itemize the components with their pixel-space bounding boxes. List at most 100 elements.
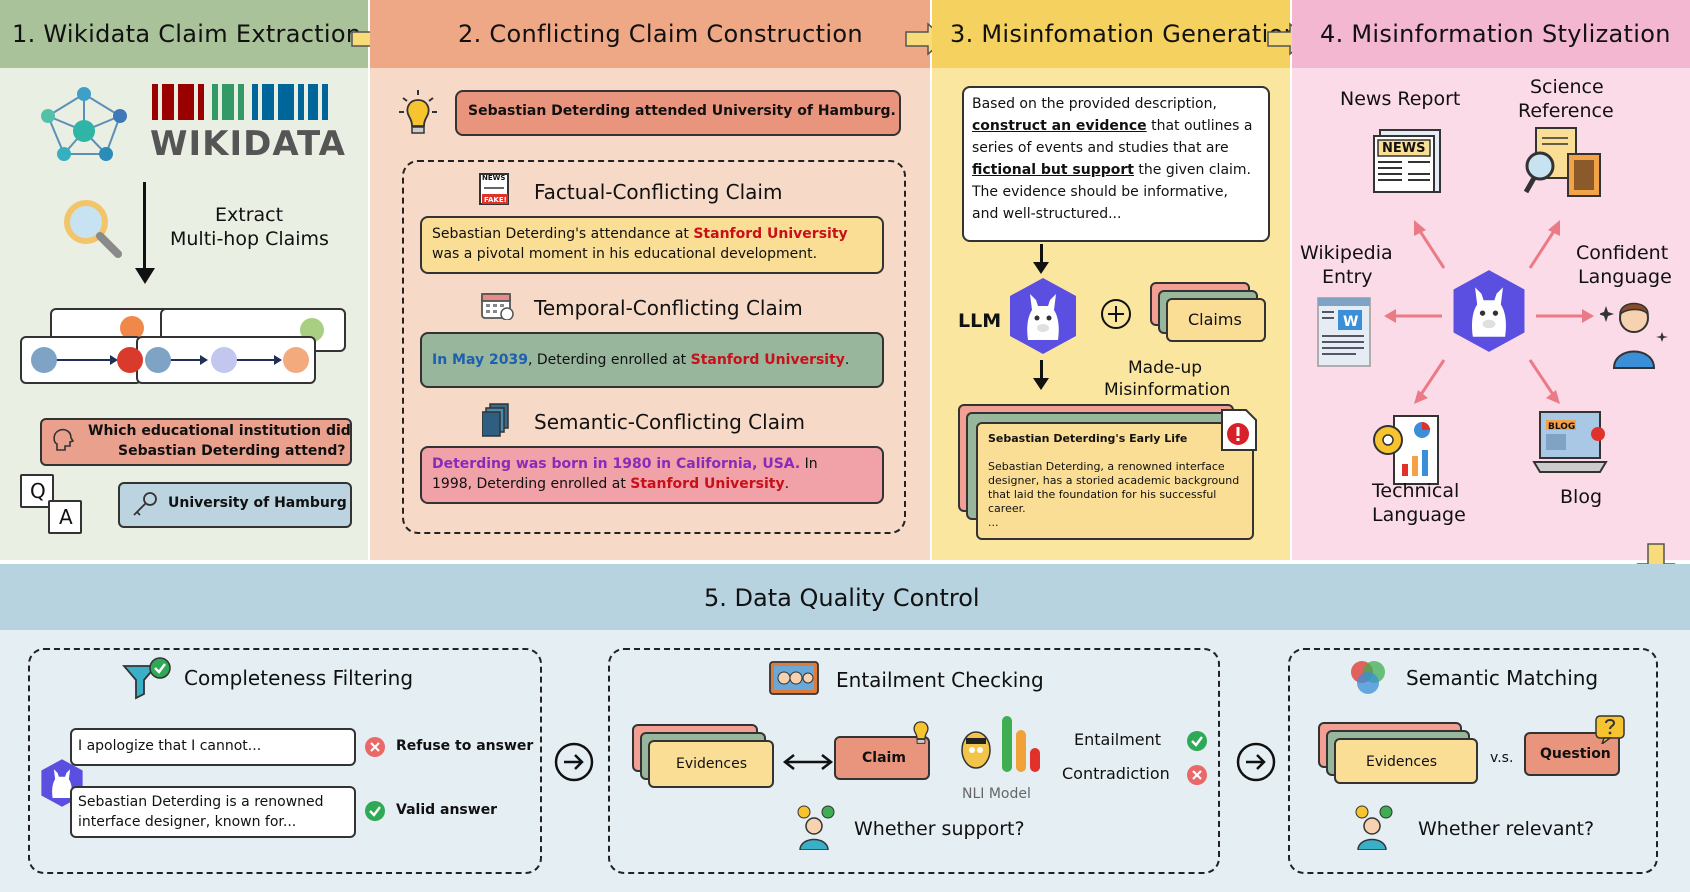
alert-document-icon <box>1221 409 1257 451</box>
refuse-bubble <box>70 728 356 766</box>
semantic-claim-box <box>420 446 884 504</box>
sem-evidence-card-front <box>1334 738 1478 784</box>
entailment-check-icon <box>1187 731 1207 751</box>
science-reference-icon <box>1524 127 1601 197</box>
stylization-arrows <box>1384 220 1594 404</box>
prompt-line2-rest: that outlines a <box>1146 118 1253 134</box>
next-arrow-icon-1 <box>554 742 594 782</box>
prompt-line4: fictional but support the given claim. <box>972 162 1251 178</box>
newspaper-icon <box>1373 129 1441 193</box>
qa-a-box: A <box>48 500 82 534</box>
panel-1-header: 1. Wikidata Claim Extraction <box>0 0 368 68</box>
factual-claim-title: Factual-Conflicting Claim <box>534 180 783 204</box>
valid-label: Valid answer <box>396 802 498 818</box>
llama-logo-icon <box>1010 278 1076 354</box>
temporal-claim-box <box>420 332 884 388</box>
technical-label-line1: Technical <box>1372 480 1460 502</box>
panel-conflicting-claims: 2. Conflicting Claim Construction Sebast… <box>370 0 930 560</box>
refuse-bubble-text: I apologize that I cannot... <box>78 738 262 754</box>
madeup-label-line2: Misinformation <box>1104 380 1231 400</box>
wikipedia-label-line1: Wikipedia <box>1300 242 1393 264</box>
plus-icon <box>1101 299 1131 329</box>
panel-5-title: 5. Data Quality Control <box>704 584 980 612</box>
prompt-line1: Based on the provided description, <box>972 96 1217 112</box>
venn-icon <box>1351 661 1385 694</box>
calendar-icon <box>481 293 514 320</box>
conflict-claims-container <box>402 160 906 534</box>
blog-icon-text: BLOG <box>1548 422 1576 432</box>
fake-news-icon-text-bottom: FAKE! <box>484 196 507 204</box>
wikipedia-page-icon <box>1317 297 1371 367</box>
whether-support-label: Whether support? <box>854 818 1025 840</box>
filter-check-icon <box>122 657 171 700</box>
nli-model-label: NLI Model <box>962 786 1031 802</box>
knowledge-graph-icon <box>41 87 127 161</box>
llm-to-doc-arrow-head <box>1033 378 1049 390</box>
semantic-matching-container <box>1288 648 1658 874</box>
base-claim-text: Sebastian Deterding attended University … <box>468 103 896 119</box>
qa-a-letter: A <box>59 505 73 529</box>
semantic-claim-line1: Deterding was born in 1980 in California… <box>432 456 818 472</box>
completeness-container <box>28 648 542 874</box>
technical-label-line2: Language <box>1372 504 1466 526</box>
factual-claim-highlight: Stanford University <box>693 226 848 242</box>
question-bubble-icon <box>1595 715 1625 744</box>
valid-check-icon <box>365 801 385 821</box>
confident-label-line1: Confident <box>1576 242 1669 264</box>
wikidata-logo-icon <box>152 84 328 120</box>
blog-label: Blog <box>1560 486 1602 508</box>
wikipedia-label-line2: Entry <box>1322 266 1373 288</box>
panel-misinformation-stylization: 4. Misinformation Stylization News Repor… <box>1292 0 1690 560</box>
factual-claim-line2: was a pivotal moment in his educational … <box>432 246 818 262</box>
panel-misinformation-generation: 3. Misinfomation Generation Based on the… <box>932 0 1290 560</box>
magnifier-icon <box>64 200 122 258</box>
answer-box <box>118 482 352 528</box>
sem-evidences-label: Evidences <box>1366 754 1437 770</box>
prompt-emph-construct: construct an evidence <box>972 118 1147 134</box>
key-icon <box>133 492 157 516</box>
science-label-line2: Reference <box>1518 100 1614 122</box>
doc-card-front <box>976 422 1254 540</box>
panel-4-title: 4. Misinformation Stylization <box>1320 20 1671 48</box>
question-line2: Sebastian Deterding attend? <box>118 443 346 459</box>
contradiction-x-icon <box>1187 765 1207 785</box>
fake-news-icon <box>479 173 509 205</box>
fake-news-icon-text-top: NEWS <box>482 174 506 182</box>
ent-person-question-icon <box>797 805 835 850</box>
panel-3-title: 3. Misinfomation Generation <box>950 20 1290 48</box>
valid-bubble-line2: interface designer, known for... <box>78 814 297 830</box>
prompt-line3: series of events and studies that are <box>972 140 1229 156</box>
qa-q-letter: Q <box>30 479 46 503</box>
extract-arrow <box>143 182 146 272</box>
doc-line1: Sebastian Deterding, a renowned interfac… <box>988 460 1225 473</box>
semantic-claim-in: In <box>800 456 818 472</box>
panel-3-header: 3. Misinfomation Generation <box>932 0 1290 68</box>
doc-title: Sebastian Deterding's Early Life <box>988 432 1188 445</box>
confident-person-icon <box>1600 302 1668 369</box>
double-arrow-icon <box>782 754 834 770</box>
technical-report-icon <box>1373 415 1439 485</box>
prompt-line5: The evidence should be informative, <box>972 184 1228 200</box>
blog-laptop-icon <box>1532 411 1608 473</box>
extract-label-line2: Multi-hop Claims <box>170 228 329 250</box>
panel-data-quality-control: 5. Data Quality Control Completeness Fil… <box>0 564 1690 892</box>
valid-bubble <box>70 786 356 838</box>
sem-question-box-label: Question <box>1540 746 1611 762</box>
ent-evidence-card-front <box>648 740 774 788</box>
prompt-line2: construct an evidence that outlines a <box>972 118 1253 134</box>
prompt-box <box>962 86 1270 242</box>
next-arrow-icon-2 <box>1236 742 1276 782</box>
llm-label: LLM <box>958 310 1002 332</box>
entailment-title: Entailment Checking <box>836 668 1044 692</box>
science-label-line1: Science <box>1530 76 1604 98</box>
whether-relevant-label: Whether relevant? <box>1418 818 1595 840</box>
panel-2-title: 2. Conflicting Claim Construction <box>458 20 863 48</box>
semantic-matching-title: Semantic Matching <box>1406 666 1599 690</box>
base-claim-box <box>455 90 901 136</box>
ent-evidences-label: Evidences <box>676 756 747 772</box>
ent-claim-box <box>834 736 930 780</box>
center-llama-logo-icon <box>1453 270 1525 352</box>
contradiction-label: Contradiction <box>1062 764 1170 783</box>
llm-to-doc-arrow <box>1040 360 1043 382</box>
temporal-claim-highlight: Stanford University <box>690 352 845 368</box>
